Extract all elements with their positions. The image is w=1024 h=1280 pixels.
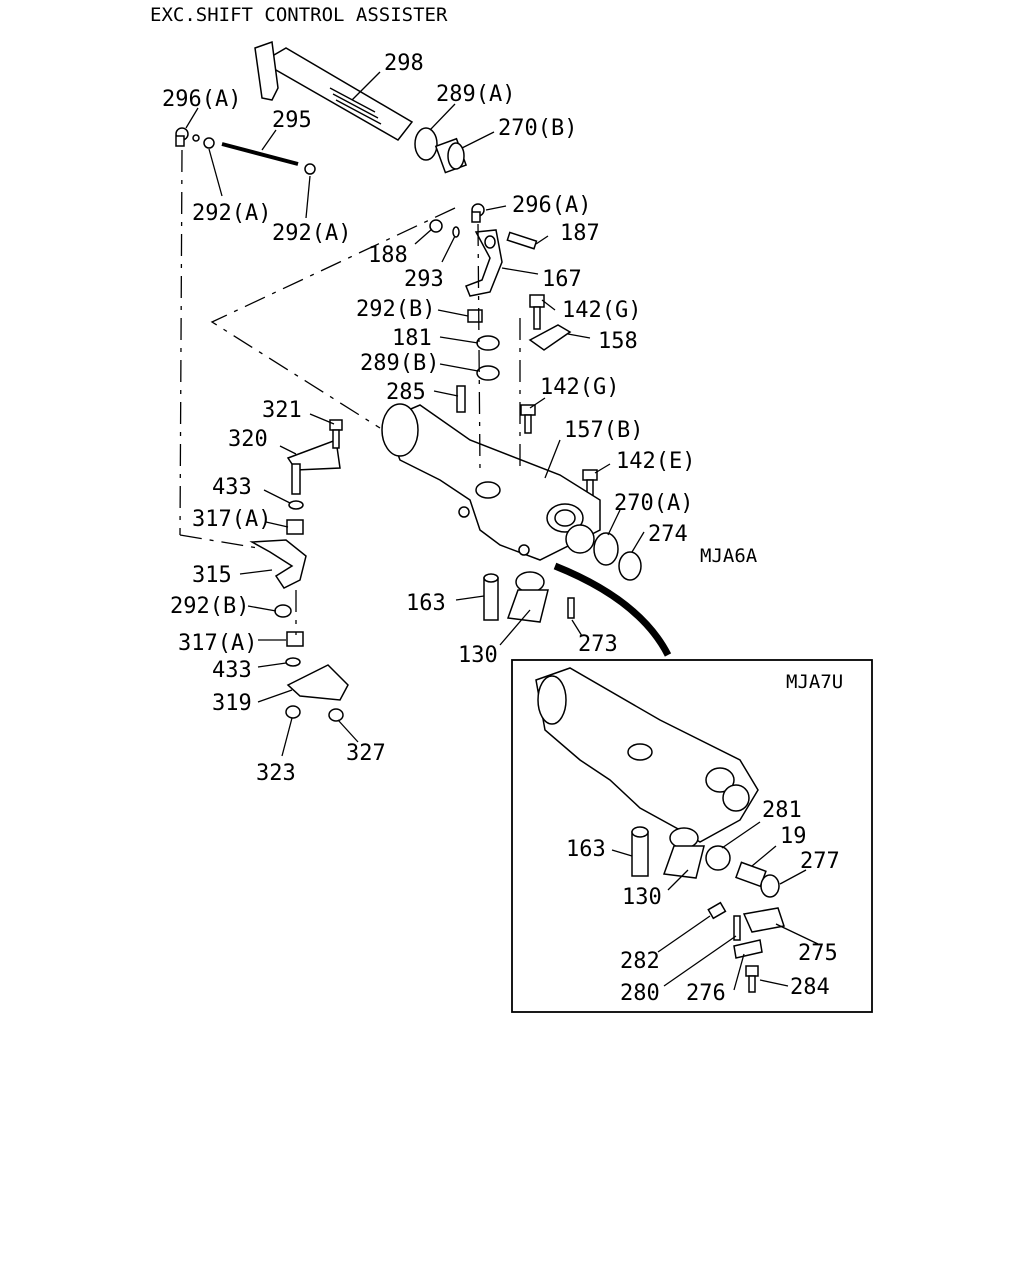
label-289a: 289(A) bbox=[436, 82, 515, 107]
label-292a-2: 292(A) bbox=[272, 221, 351, 246]
label-285: 285 bbox=[386, 380, 426, 405]
label-142g-2: 142(G) bbox=[540, 375, 619, 400]
bushing-pair bbox=[593, 532, 642, 581]
label-433-1: 433 bbox=[212, 475, 252, 500]
label-293: 293 bbox=[404, 267, 444, 292]
inset-figure-code: MJA7U bbox=[786, 671, 843, 693]
label-270a: 270(A) bbox=[614, 491, 693, 516]
label-327: 327 bbox=[346, 741, 386, 766]
inset-panel: MJA7U 163 281 19 277 bbox=[511, 659, 873, 1013]
label-142e: 142(E) bbox=[616, 449, 695, 474]
inset-label-281: 281 bbox=[762, 798, 802, 823]
main-figure-code: MJA6A bbox=[700, 545, 758, 567]
label-298: 298 bbox=[384, 51, 424, 76]
label-320: 320 bbox=[228, 427, 268, 452]
label-296a-2: 296(A) bbox=[512, 193, 591, 218]
label-289b: 289(B) bbox=[360, 351, 439, 376]
washer-stack bbox=[456, 309, 500, 413]
control-housing bbox=[381, 403, 601, 561]
label-187: 187 bbox=[560, 221, 600, 246]
label-317a-2: 317(A) bbox=[178, 631, 257, 656]
linkage-rod bbox=[175, 127, 485, 223]
inset-label-276: 276 bbox=[686, 981, 726, 1006]
inset-label-277: 277 bbox=[800, 849, 840, 874]
label-295: 295 bbox=[272, 108, 312, 133]
label-321: 321 bbox=[262, 398, 302, 423]
inset-label-163: 163 bbox=[566, 837, 606, 862]
label-433-2: 433 bbox=[212, 658, 252, 683]
label-157b: 157(B) bbox=[564, 418, 643, 443]
label-292b-2: 292(B) bbox=[170, 594, 249, 619]
label-315: 315 bbox=[192, 563, 232, 588]
inset-label-19: 19 bbox=[780, 824, 807, 849]
label-181: 181 bbox=[392, 326, 432, 351]
bolt-and-plate bbox=[520, 294, 598, 499]
shift-lever bbox=[429, 219, 538, 297]
label-188: 188 bbox=[368, 243, 408, 268]
label-274: 274 bbox=[648, 522, 688, 547]
inset-label-284: 284 bbox=[790, 975, 830, 1000]
label-142g-1: 142(G) bbox=[562, 298, 641, 323]
inset-label-280: 280 bbox=[620, 981, 660, 1006]
label-323: 323 bbox=[256, 761, 296, 786]
label-163: 163 bbox=[406, 591, 446, 616]
part-labels: 298 296(A) 289(A) 295 270(B) 292(A) 292(… bbox=[162, 51, 758, 786]
label-319: 319 bbox=[212, 691, 252, 716]
label-270b: 270(B) bbox=[498, 116, 577, 141]
inner-lever bbox=[483, 571, 575, 623]
label-167: 167 bbox=[542, 267, 582, 292]
label-130: 130 bbox=[458, 643, 498, 668]
diagram-title: EXC.SHIFT CONTROL ASSISTER bbox=[150, 4, 448, 26]
label-292a-1: 292(A) bbox=[192, 201, 271, 226]
label-273: 273 bbox=[578, 632, 618, 657]
label-296a-1: 296(A) bbox=[162, 87, 241, 112]
label-292b-1: 292(B) bbox=[356, 297, 435, 322]
leader-lines bbox=[185, 71, 645, 757]
label-158: 158 bbox=[598, 329, 638, 354]
bushing bbox=[434, 137, 468, 174]
inset-label-130: 130 bbox=[622, 885, 662, 910]
label-317a-1: 317(A) bbox=[192, 507, 271, 532]
inset-label-275: 275 bbox=[798, 941, 838, 966]
lower-linkage bbox=[249, 419, 349, 722]
seal-ring bbox=[414, 127, 438, 161]
inset-label-282: 282 bbox=[620, 949, 660, 974]
